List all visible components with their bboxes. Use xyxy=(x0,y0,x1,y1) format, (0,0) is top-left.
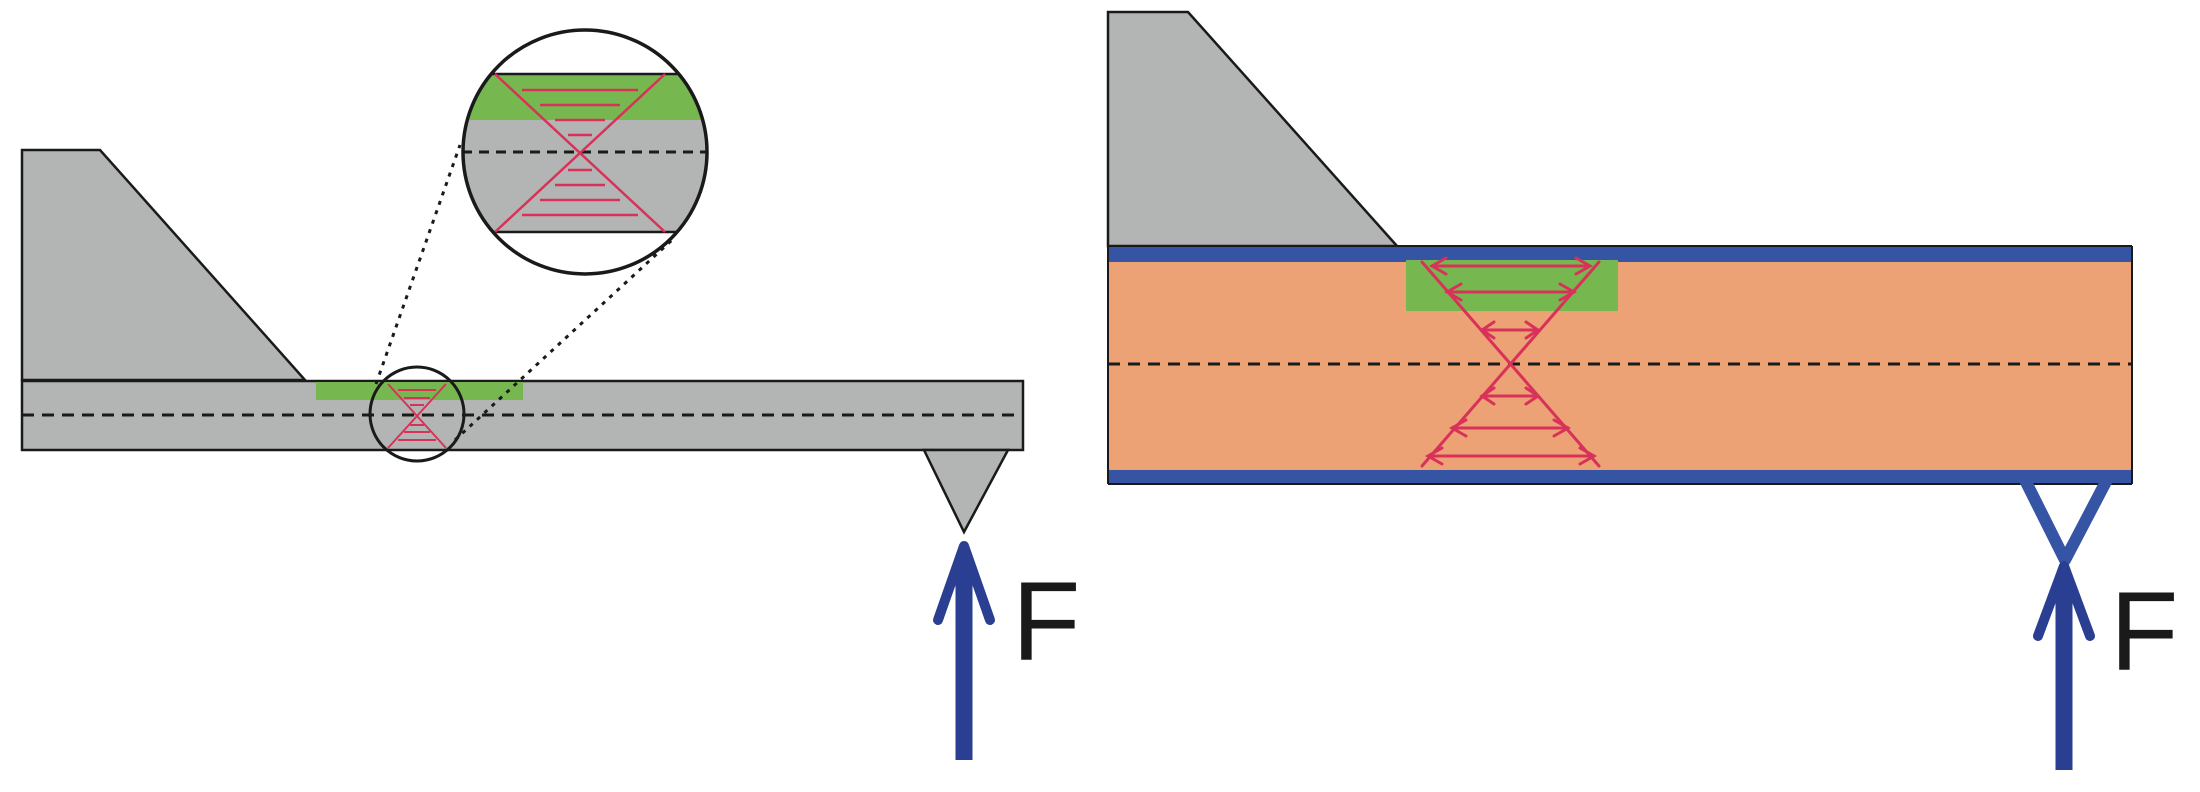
left-probe-tip xyxy=(921,448,1011,535)
zoom-strain-profile xyxy=(494,73,666,233)
right-force-label: F xyxy=(2110,569,2178,694)
right-orange-core xyxy=(1108,258,2132,474)
right-probe-tip xyxy=(2016,471,2116,566)
left-force-label: F xyxy=(1012,559,1080,684)
left-panel: F xyxy=(20,28,1080,760)
zoomed-strain-view xyxy=(463,30,707,274)
right-blue-skin-top xyxy=(1108,246,2132,262)
left-clamp-block xyxy=(20,148,308,382)
right-clamp-block xyxy=(1106,10,1400,248)
right-blue-skin-bottom xyxy=(1108,470,2132,484)
zoom-green-layer xyxy=(463,74,707,120)
left-magnifier-circle-large xyxy=(461,28,709,276)
left-small-strain-profile xyxy=(387,383,447,449)
left-magnifier-circle-small xyxy=(368,365,466,463)
right-force-arrow xyxy=(2033,561,2095,770)
left-force-arrow xyxy=(933,541,995,760)
zoom-connector-upper xyxy=(374,144,462,385)
right-panel: F xyxy=(1106,10,2178,770)
right-strain-profile xyxy=(1420,256,1601,468)
